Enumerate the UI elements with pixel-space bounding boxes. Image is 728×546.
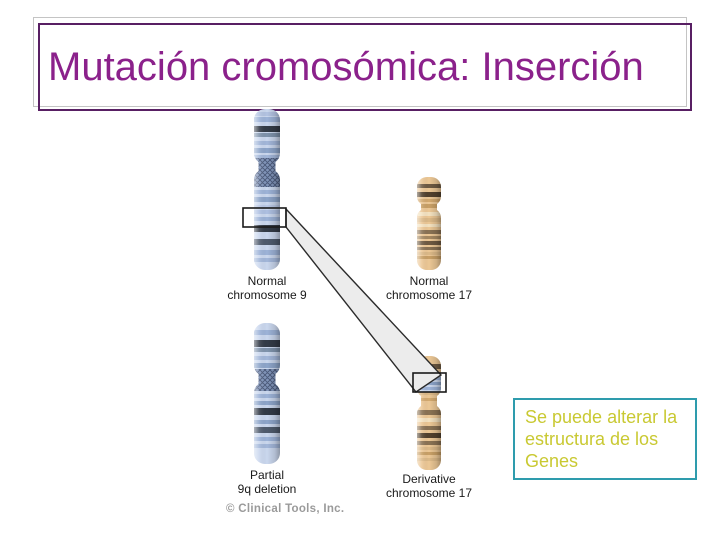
slide-title: Mutación cromosómica: Inserción <box>48 44 644 89</box>
label-line: chromosome 17 <box>385 486 473 500</box>
label-line: Derivative <box>402 472 456 486</box>
credit-line: © Clinical Tools, Inc. <box>226 503 345 515</box>
label-line: Normal <box>409 274 449 288</box>
chromosome-17-normal <box>417 177 441 270</box>
title-frame: Mutación cromosómica: Inserción <box>38 23 692 111</box>
chr17-region-highlight <box>412 372 447 393</box>
label-partial-9q-deletion: Partial 9q deletion <box>197 468 337 496</box>
callout-text: Se puede alterar la estructura de los Ge… <box>525 407 678 471</box>
chromosome-9-partial-deletion <box>254 323 280 464</box>
callout-box: Se puede alterar la estructura de los Ge… <box>513 398 697 480</box>
label-line: chromosome 17 <box>385 288 473 302</box>
label-line: Partial <box>249 468 284 482</box>
label-line: chromosome 9 <box>227 288 307 302</box>
label-chromosome-9-normal: Normal chromosome 9 <box>197 274 337 302</box>
label-line: 9q deletion <box>237 482 297 496</box>
label-derivative-chromosome-17: Derivative chromosome 17 <box>359 472 499 500</box>
chr9-region-highlight <box>242 207 287 228</box>
label-line: Normal <box>247 274 287 288</box>
title-shadow-frame <box>33 17 687 107</box>
label-chromosome-17-normal: Normal chromosome 17 <box>359 274 499 302</box>
chromosome-9-normal <box>254 109 280 270</box>
